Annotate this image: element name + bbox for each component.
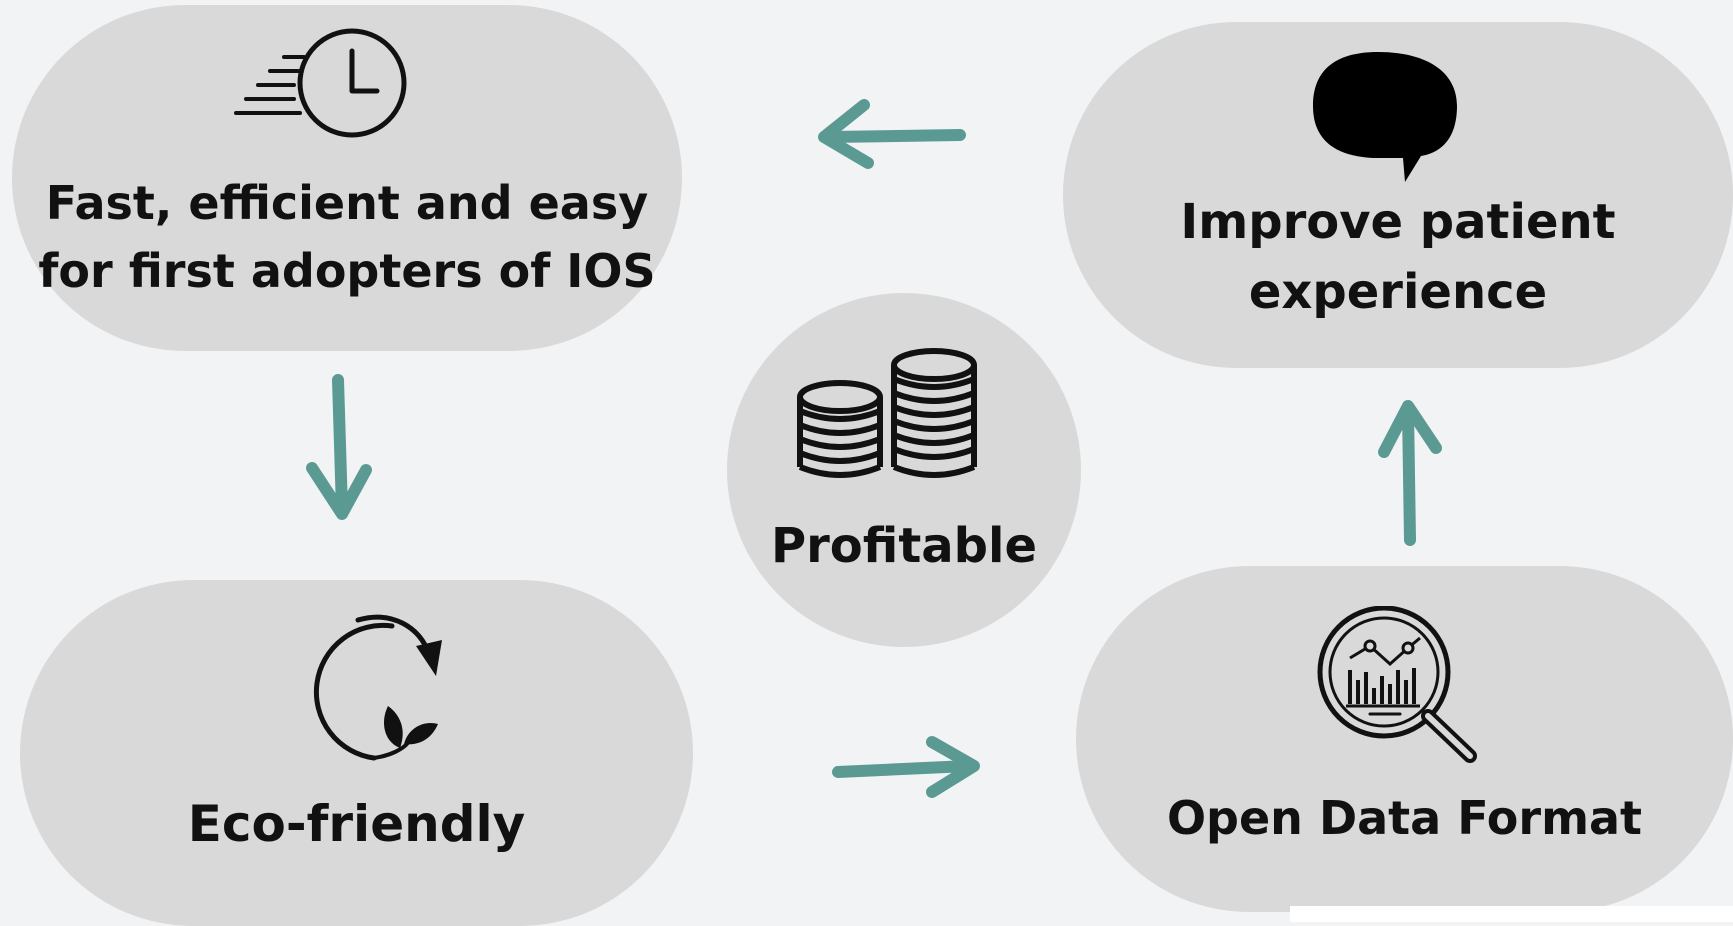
- node-open-data-label: Open Data Format: [1166, 791, 1643, 845]
- node-fast-label: Fast, efficient and easy for first adopt…: [12, 169, 682, 305]
- node-patient-label: Improve patient experience: [1063, 187, 1733, 327]
- node-fast-efficient: Fast, efficient and easy for first adopt…: [12, 5, 682, 351]
- data-magnifier-icon: [1317, 606, 1477, 763]
- speech-bubble-icon: [1313, 52, 1457, 182]
- node-eco-friendly: Eco-friendly: [20, 580, 693, 926]
- fast-clock-icon: [234, 28, 407, 138]
- node-fast-label-line-1: Fast, efficient and easy: [45, 176, 649, 230]
- recycle-leaf-icon: [313, 614, 442, 761]
- node-profitable-label: Profitable: [770, 518, 1038, 574]
- coin-stacks-icon: [797, 348, 977, 478]
- node-patient-label-line-2: experience: [1248, 264, 1548, 320]
- bottom-right-corner-patch: [1290, 906, 1733, 922]
- arrow-up-icon: [1378, 400, 1442, 546]
- node-open-data-format: Open Data Format: [1076, 566, 1733, 912]
- node-eco-label: Eco-friendly: [187, 795, 526, 853]
- node-profitable: Profitable: [727, 293, 1081, 647]
- arrow-left-icon: [818, 99, 966, 169]
- arrow-down-icon: [306, 374, 372, 520]
- node-patient-label-line-1: Improve patient: [1180, 194, 1616, 250]
- arrow-right-icon: [832, 736, 980, 798]
- node-fast-label-line-2: for first adopters of IOS: [38, 244, 656, 298]
- node-improve-patient-experience: Improve patient experience: [1063, 22, 1733, 368]
